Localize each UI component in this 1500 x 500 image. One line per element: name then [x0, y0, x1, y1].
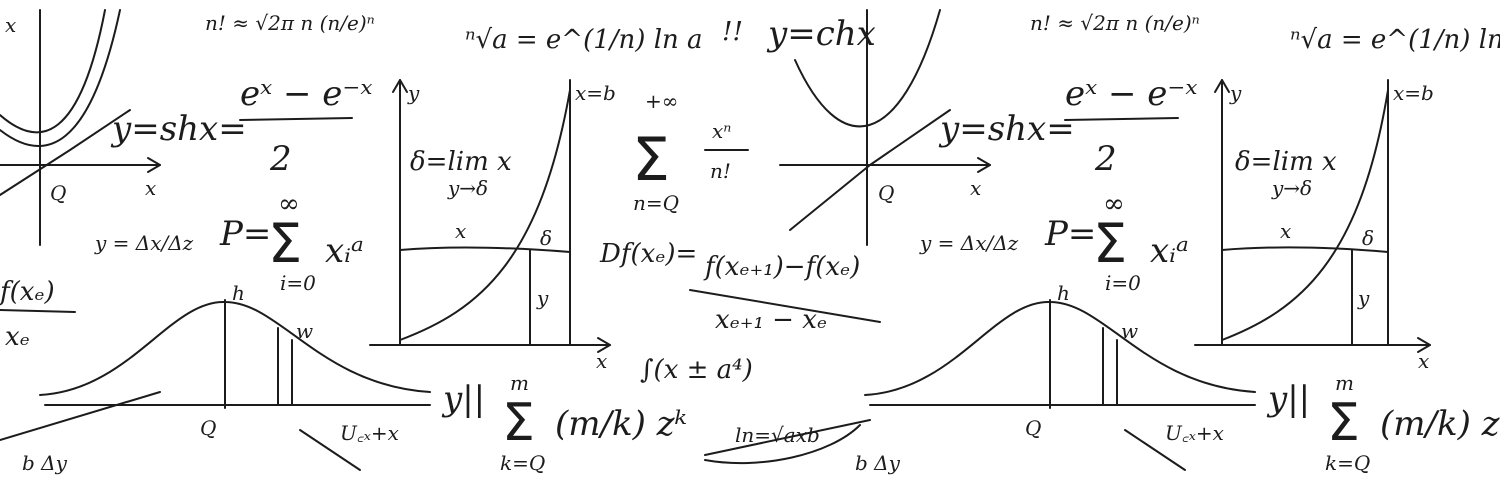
shx-denominator: 2	[269, 139, 292, 179]
sum-bottom: i=0	[280, 271, 316, 295]
series-term: xⁿ	[712, 119, 731, 143]
sum-top: ∞	[1103, 189, 1125, 219]
root-formula: ⁿ√a = e^(1/n) ln a	[465, 25, 703, 55]
ln-segment	[704, 419, 871, 465]
tile-left: x Q x n! ≈ √2π n (n/e)ⁿ ⁿ√a = e^(1/n) ln…	[0, 9, 881, 475]
axis-y-short-label: y	[536, 286, 549, 310]
ucx-label: U꜀ₓ+x	[340, 421, 399, 445]
origin-label: Q	[200, 416, 216, 440]
delta-label: δ	[540, 226, 552, 250]
xb-label: x=b	[1393, 81, 1434, 105]
shx-fraction-bar	[1064, 117, 1179, 121]
delta-formula: δ=lim x	[1235, 147, 1337, 177]
delta-subscript: y→δ	[1271, 176, 1312, 200]
bdy-label: b Δy	[855, 451, 901, 475]
series-denominator: n!	[710, 159, 731, 183]
ratio-formula: y = Δx/Δz	[919, 231, 1019, 255]
shx-numerator: eˣ − e⁻ˣ	[1065, 74, 1197, 114]
chx-graph	[0, 9, 161, 246]
sum-lhs: P=	[219, 214, 271, 254]
sum-lhs: P=	[1044, 214, 1096, 254]
shx-lhs: y=shx=	[938, 109, 1075, 149]
sigma-icon: Σ	[502, 393, 535, 453]
sum-bottom: i=0	[1105, 271, 1141, 295]
axis-x-label: x	[145, 176, 156, 200]
sigma-icon: Σ	[1327, 393, 1360, 453]
axis-x-label: x	[596, 349, 607, 373]
chx-formula: y=chx	[766, 14, 876, 54]
bell-curve-graph	[864, 299, 1256, 471]
shx-lhs: y=shx=	[110, 109, 247, 149]
xb-label: x=b	[575, 81, 616, 105]
bdy-label: b Δy	[22, 451, 68, 475]
deriv-numerator: f(xₑ₊₁)−f(xₑ)	[703, 252, 860, 282]
sum-top: ∞	[278, 189, 300, 219]
axis-y-short-label: y	[1357, 286, 1370, 310]
ratio-formula: y = Δx/Δz	[94, 231, 194, 255]
binom-lhs: y||	[441, 379, 485, 419]
stirling-formula: n! ≈ √2π n (n/e)ⁿ	[205, 11, 375, 35]
axis-x-label: x	[970, 176, 981, 200]
binom-bottom: k=Q	[1325, 451, 1370, 475]
sigma-icon: Σ	[1093, 212, 1127, 275]
axis-x-label: x	[1418, 349, 1429, 373]
binom-top: m	[1335, 371, 1354, 395]
origin-label: Q	[878, 181, 894, 205]
exp-graph	[1194, 79, 1431, 353]
delta-label: δ	[1362, 226, 1374, 250]
binom-bottom: k=Q	[500, 451, 545, 475]
exclam-label: !!	[722, 17, 743, 47]
binom-body: (m/k) zᵏ	[1380, 404, 1500, 444]
tile-right: Q x n! ≈ √2π n (n/e)ⁿ ⁿ√a = e^(1/n) ln a…	[779, 9, 1500, 475]
origin-label: Q	[1025, 416, 1041, 440]
sigma-icon: Σ	[632, 125, 670, 195]
exp-graph	[369, 79, 611, 353]
axis-x-label: x	[455, 219, 466, 243]
w-label: w	[1121, 319, 1138, 343]
binom-top: m	[510, 371, 529, 395]
axis-x-label: x	[5, 13, 16, 37]
fx-numerator: f(xₑ)	[0, 277, 55, 307]
ln-formula: ln=√axb	[735, 423, 820, 447]
chx-graph	[779, 9, 991, 246]
deriv-fraction-bar	[689, 289, 881, 323]
fx-denominator: xₑ	[5, 322, 30, 352]
shx-denominator: 2	[1094, 139, 1117, 179]
delta-formula: δ=lim x	[410, 147, 512, 177]
origin-label: Q	[50, 181, 66, 205]
sigma-icon: Σ	[268, 212, 302, 275]
stirling-formula: n! ≈ √2π n (n/e)ⁿ	[1030, 11, 1200, 35]
series-top: +∞	[645, 89, 678, 113]
shx-fraction-bar	[239, 117, 353, 121]
fx-fraction-bar	[0, 309, 76, 313]
deriv-lhs: Df(xₑ)=	[599, 239, 697, 269]
integral-formula: ∫(x ± a⁴)	[640, 355, 753, 385]
shx-numerator: eˣ − e⁻ˣ	[240, 74, 372, 114]
axis-x-label: x	[1280, 219, 1291, 243]
h-label: h	[232, 281, 245, 305]
sum-term: xᵢᵃ	[325, 231, 364, 271]
series-bottom: n=Q	[633, 191, 679, 215]
axis-y-label: y	[1229, 81, 1242, 105]
bell-curve-graph	[0, 299, 431, 471]
binom-lhs: y||	[1266, 379, 1310, 419]
h-label: h	[1057, 281, 1070, 305]
w-label: w	[296, 319, 313, 343]
delta-subscript: y→δ	[447, 176, 488, 200]
sum-term: xᵢᵃ	[1150, 231, 1189, 271]
axis-y-label: y	[407, 81, 420, 105]
ucx-label: U꜀ₓ+x	[1165, 421, 1224, 445]
root-formula: ⁿ√a = e^(1/n) ln a	[1290, 25, 1500, 55]
deriv-denominator: xₑ₊₁ − xₑ	[715, 305, 827, 335]
binom-body: (m/k) zᵏ	[555, 404, 687, 444]
